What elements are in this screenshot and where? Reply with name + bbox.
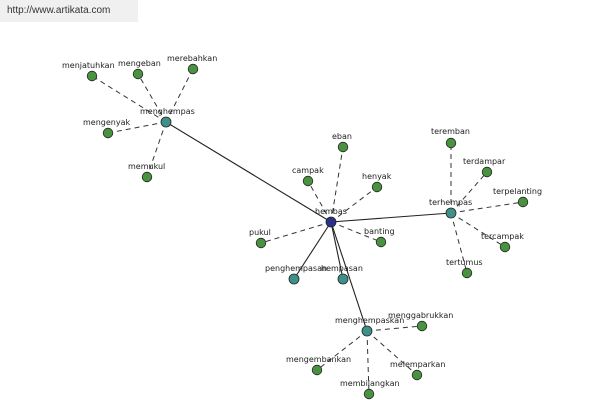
node-tercampak [499, 241, 511, 253]
label-terhempas: terhempas [429, 198, 472, 207]
label-banting: banting [364, 227, 395, 236]
edge-hembas-penghempasan [293, 221, 332, 280]
edge-menghempaskan-menggabrukkan [366, 325, 423, 332]
edge-hembas-terhempas [330, 212, 452, 223]
node-teremban [445, 137, 457, 149]
edges-layer [91, 68, 524, 395]
label-campak: campak [292, 166, 324, 175]
node-membilangkan [363, 388, 375, 400]
node-terhempas [445, 207, 457, 219]
edge-menghempas-memukul [146, 121, 167, 178]
node-menghempaskan [361, 325, 373, 337]
label-tertumus: tertumus [446, 258, 483, 267]
node-hembas [325, 216, 337, 228]
label-menjatuhkan: menjatuhkan [62, 61, 115, 70]
edge-hembas-eban [330, 146, 344, 223]
edge-menghempas-mengeban [137, 73, 167, 123]
label-terdampar: terdampar [463, 157, 506, 166]
label-pukul: pukul [249, 228, 271, 237]
node-penghempasan [288, 273, 300, 285]
label-hembas: hembas [315, 207, 347, 216]
edge-hembas-campak [307, 180, 332, 223]
node-hempasan [337, 273, 349, 285]
label-tercampak: tercampak [481, 232, 524, 241]
node-memukul [141, 171, 153, 183]
node-mengenyak [102, 127, 114, 139]
nodes-layer [86, 63, 529, 400]
node-eban [337, 141, 349, 153]
labels-layer: hembas menghempas terhempas penghempasanhem… [62, 54, 542, 388]
node-menjatuhkan [86, 70, 98, 82]
label-menggabrukkan: menggabrukkan [388, 311, 453, 320]
edge-terhempas-terpelanting [450, 201, 524, 214]
label-menghempaskan: menghempaskan [335, 316, 404, 325]
node-melemparkan [411, 369, 423, 381]
edge-terhempas-tertumus [450, 212, 468, 274]
edge-menghempaskan-mengembankan [316, 330, 368, 371]
label-memukul: memukul [128, 162, 165, 171]
node-tertumus [461, 267, 473, 279]
node-henyak [371, 181, 383, 193]
node-merebahkan [187, 63, 199, 75]
label-mengembankan: mengembankan [286, 355, 351, 364]
edge-hembas-menghempaskan [330, 221, 368, 332]
edge-menghempaskan-membilangkan [366, 330, 370, 395]
watermark-box: http://www.artikata.com [0, 0, 138, 22]
node-menggabrukkan [416, 320, 428, 332]
edge-terhempas-terdampar [450, 171, 488, 214]
label-penghempasan: penghempasan [265, 264, 327, 273]
label-merebahkan: merebahkan [167, 54, 217, 63]
edge-hembas-menghempas [165, 121, 332, 223]
label-henyak: henyak [362, 172, 392, 181]
edge-hembas-hempasan [330, 221, 344, 280]
label-melemparkan: melemparkan [390, 360, 445, 369]
label-hempasan: hempasan [321, 264, 363, 273]
label-terpelanting: terpelanting [493, 187, 542, 196]
edge-terhempas-tercampak [450, 212, 506, 248]
label-mengenyak: mengenyak [83, 118, 130, 127]
label-teremban: teremban [431, 127, 470, 136]
edge-menghempaskan-melemparkan [366, 330, 418, 376]
node-mengeban [132, 68, 144, 80]
label-mengeban: mengeban [118, 59, 161, 68]
edge-menghempas-merebahkan [165, 68, 194, 123]
watermark-url: http://www.artikata.com [7, 5, 111, 16]
node-campak [302, 175, 314, 187]
node-banting [375, 236, 387, 248]
edge-hembas-pukul [260, 221, 332, 244]
label-membilangkan: membilangkan [340, 379, 400, 388]
node-terpelanting [517, 196, 529, 208]
node-mengembankan [311, 364, 323, 376]
edge-hembas-henyak [330, 186, 378, 223]
edge-menghempas-menjatuhkan [91, 75, 167, 123]
label-menghempas: menghempas [140, 107, 195, 116]
node-pukul [255, 237, 267, 249]
edge-menghempas-mengenyak [107, 121, 167, 134]
node-menghempas [160, 116, 172, 128]
node-terdampar [481, 166, 493, 178]
label-eban: eban [332, 132, 352, 141]
